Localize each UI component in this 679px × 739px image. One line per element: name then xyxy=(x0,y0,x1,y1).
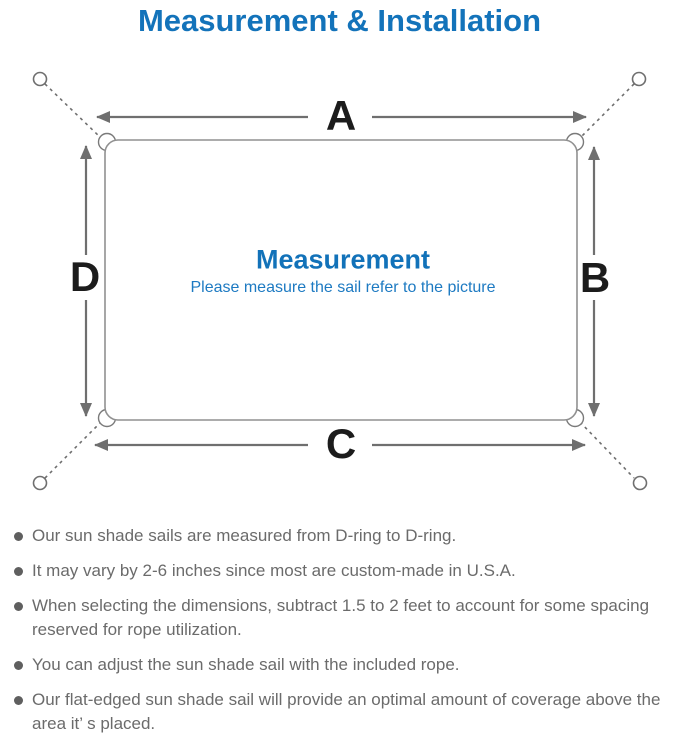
anchor-point-icons xyxy=(32,71,648,491)
note-item: Our flat-edged sun shade sail will provi… xyxy=(14,688,669,736)
sail-outline xyxy=(104,139,578,421)
note-item: It may vary by 2-6 inches since most are… xyxy=(14,559,669,583)
bullet-dot-icon xyxy=(14,602,23,611)
note-item: When selecting the dimensions, subtract … xyxy=(14,594,669,642)
bullet-dot-icon xyxy=(14,696,23,705)
anchor-rope-lines xyxy=(44,83,635,479)
note-item: Our sun shade sails are measured from D-… xyxy=(14,524,669,548)
diagram-heading: Measurement xyxy=(255,244,431,275)
anchor-rope-bottom-right xyxy=(579,421,635,479)
dim-label-c: C xyxy=(325,420,357,467)
dim-label-d: D xyxy=(69,253,101,300)
note-text: You can adjust the sun shade sail with t… xyxy=(32,655,460,674)
notes-list: Our sun shade sails are measured from D-… xyxy=(0,524,679,739)
bullet-dot-icon xyxy=(14,661,23,670)
anchor-rope-bottom-left xyxy=(44,421,102,479)
note-text: It may vary by 2-6 inches since most are… xyxy=(32,561,516,580)
dimension-arrows xyxy=(80,111,600,451)
measurement-diagram xyxy=(32,71,648,491)
anchor-rope-top-left xyxy=(44,83,102,139)
bullet-dot-icon xyxy=(14,567,23,576)
dim-label-b: B xyxy=(579,254,611,301)
anchor-rope-top-right xyxy=(579,83,635,139)
diagram-caption: Please measure the sail refer to the pic… xyxy=(190,279,496,296)
note-item: You can adjust the sun shade sail with t… xyxy=(14,653,669,677)
note-text: Our sun shade sails are measured from D-… xyxy=(32,526,457,545)
note-text: When selecting the dimensions, subtract … xyxy=(32,596,650,639)
dim-label-a: A xyxy=(325,92,357,139)
note-text: Our flat-edged sun shade sail will provi… xyxy=(32,690,661,733)
bullet-dot-icon xyxy=(14,532,23,541)
page-title: Measurement & Installation xyxy=(137,3,542,38)
anchor-point-top-right-icon xyxy=(631,71,647,87)
anchor-point-bottom-right-icon xyxy=(632,475,648,491)
anchor-point-top-left-icon xyxy=(32,71,48,87)
anchor-point-bottom-left-icon xyxy=(32,475,48,491)
